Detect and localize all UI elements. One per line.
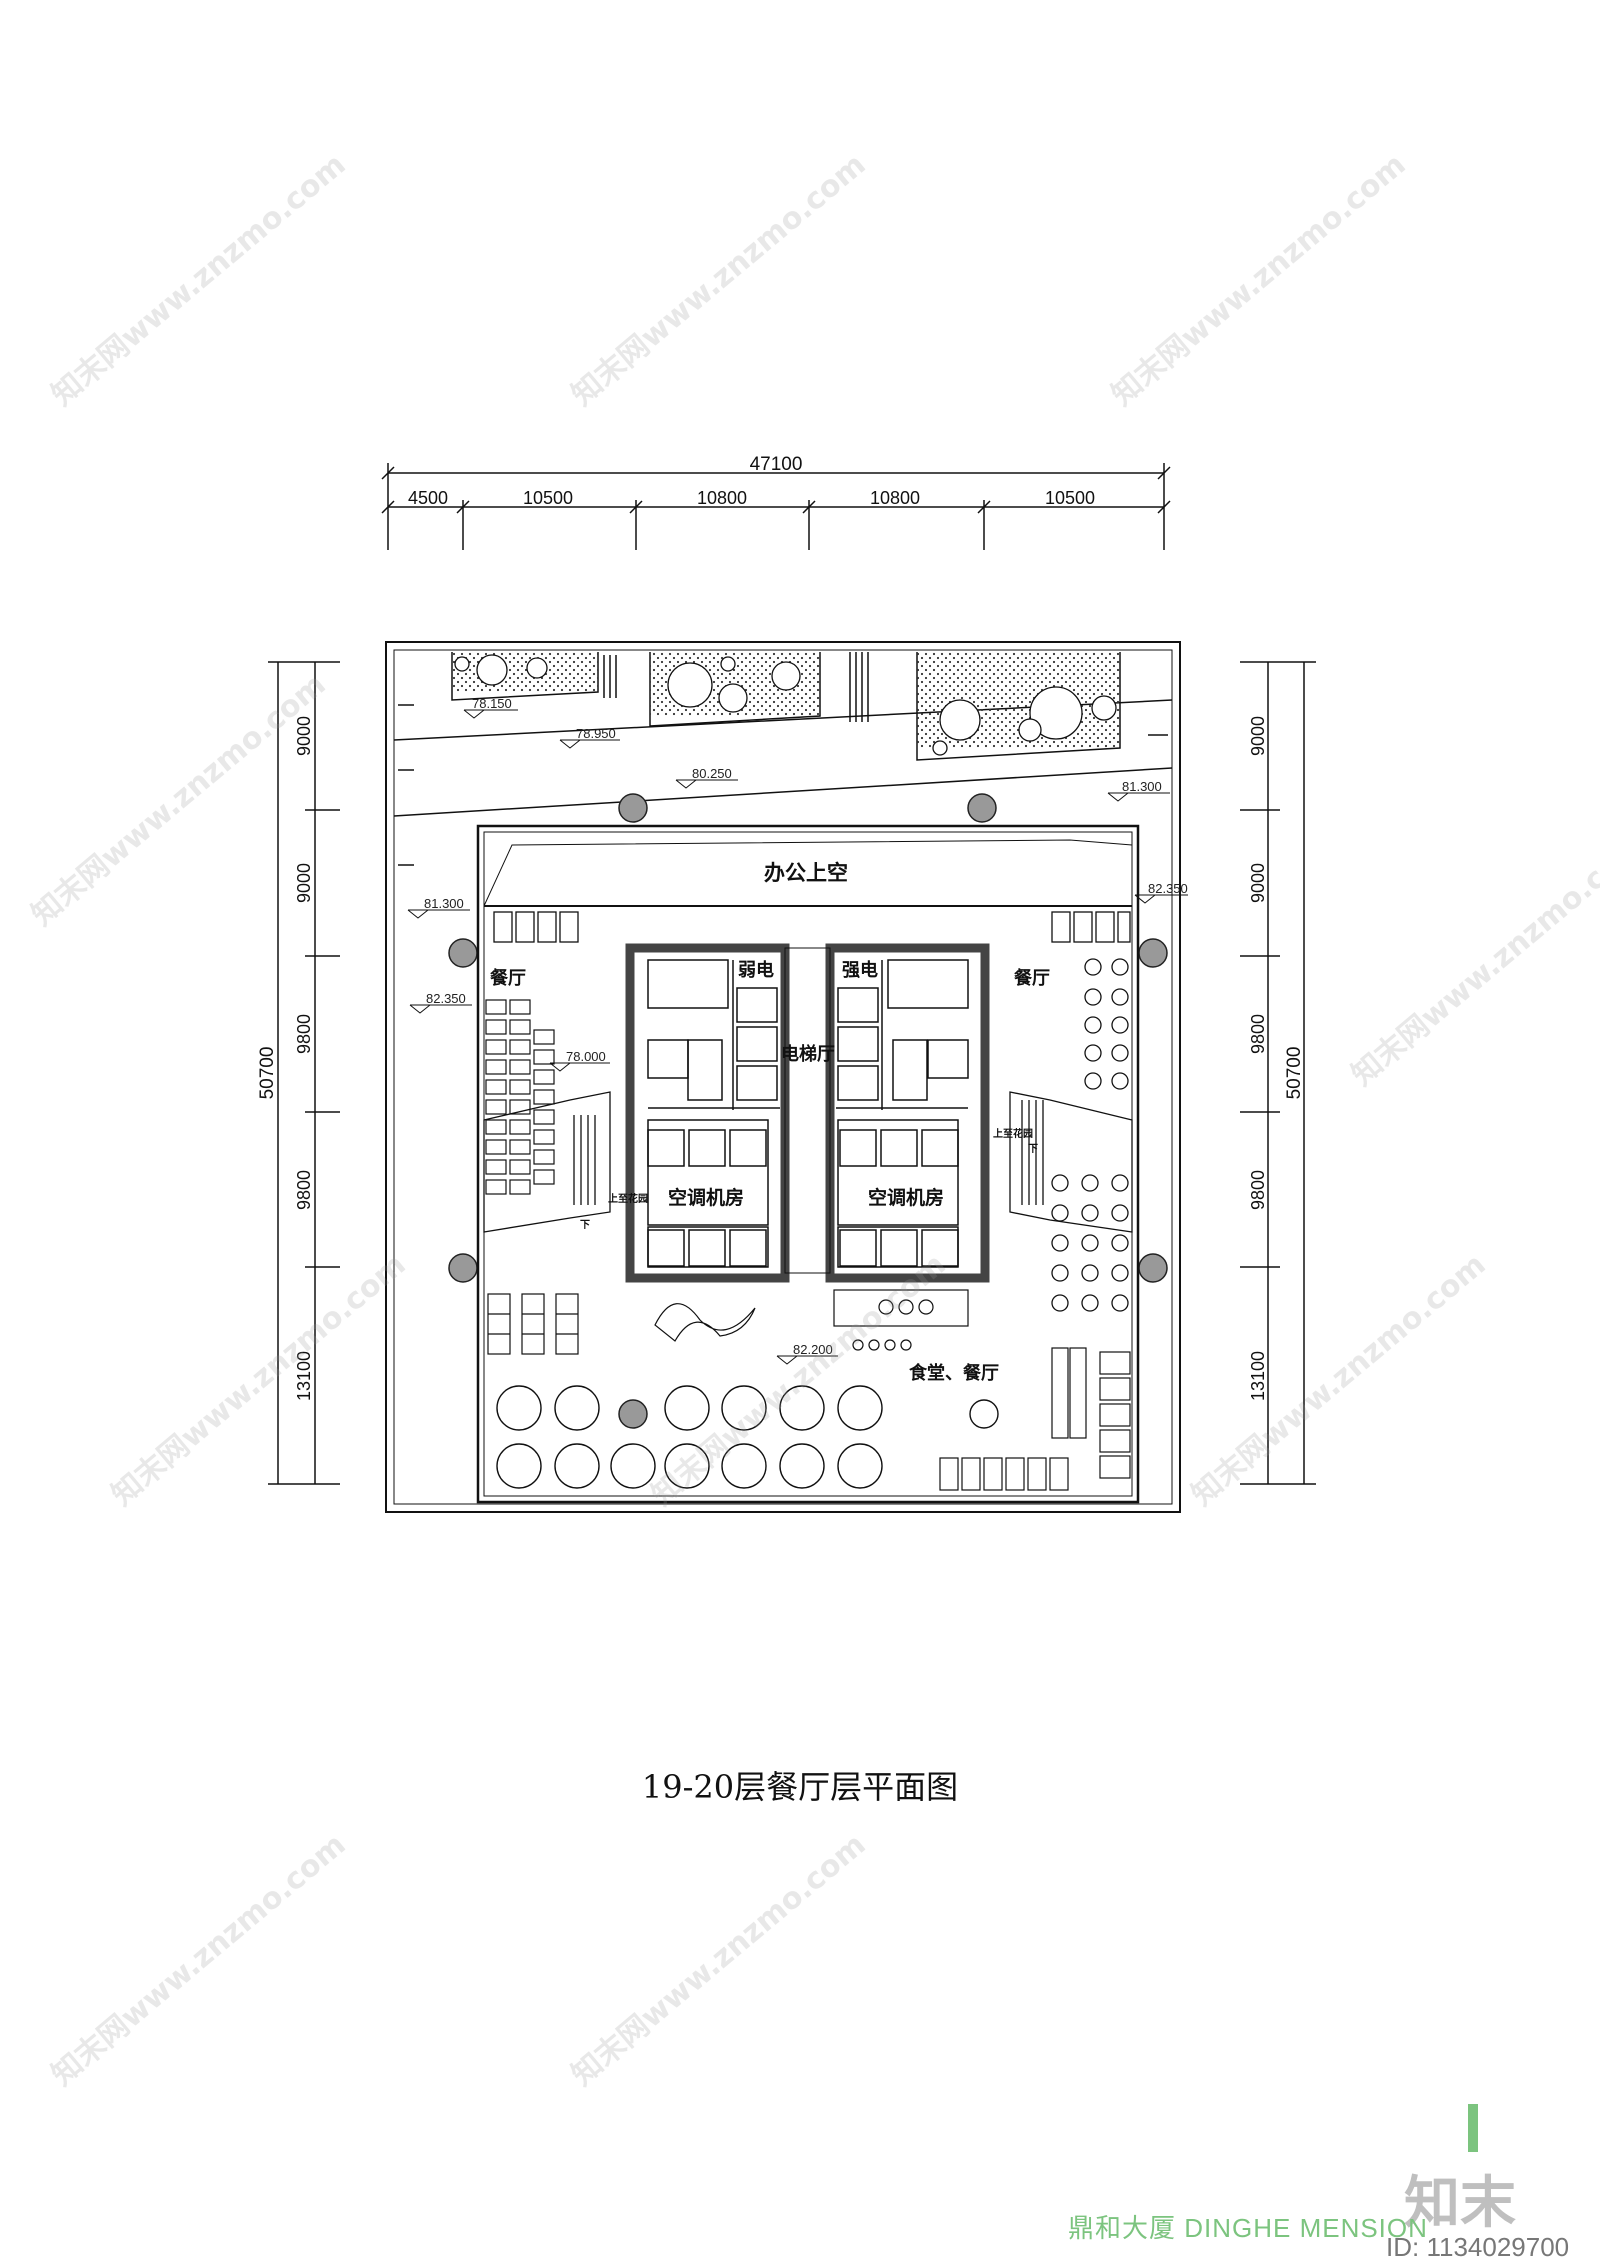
- building-outline: [476, 824, 1140, 1504]
- site-logo: 知末: [1404, 2171, 1516, 2236]
- top-dim-4: 10800: [870, 488, 920, 508]
- left-dim-5: 13100: [294, 1351, 314, 1401]
- label-down-left: 下: [580, 1219, 590, 1231]
- canteen-serving: [654, 1289, 1131, 1491]
- right-dim-4: 9800: [1248, 1170, 1268, 1210]
- overall-width-dim: 47100: [750, 454, 803, 475]
- label-ac-room-right: 空调机房: [868, 1186, 944, 1209]
- right-dim-1: 9000: [1248, 716, 1268, 756]
- stairs: [483, 1091, 1133, 1233]
- left-dim-4: 9800: [294, 1170, 314, 1210]
- top-dim-1: 4500: [408, 488, 448, 508]
- top-dimension-chain: [381, 463, 1171, 550]
- level-78000: 78.000: [566, 1049, 606, 1064]
- level-81300-left: 81.300: [424, 896, 464, 911]
- label-up-garden-right: 上至花园: [993, 1127, 1033, 1140]
- top-dim-5: 10500: [1045, 488, 1095, 508]
- elevator-hall-void: [784, 947, 831, 1274]
- label-canteen: 食堂、餐厅: [908, 1362, 999, 1384]
- label-down-right: 下: [1028, 1143, 1038, 1155]
- image-id: ID: 1134029700: [1386, 2232, 1570, 2262]
- table-grid-left-lower: [487, 1293, 579, 1355]
- overall-height-dim-right: 50700: [1284, 1047, 1305, 1100]
- label-elevator-hall: 电梯厅: [781, 1043, 835, 1065]
- label-weak-electric: 弱电: [738, 959, 774, 981]
- left-dimension-chain: [268, 661, 340, 1485]
- level-80250: 80.250: [692, 766, 732, 781]
- left-dim-3: 9800: [294, 1014, 314, 1054]
- site-frame: [385, 641, 1181, 1513]
- label-office-void: 办公上空: [764, 861, 848, 885]
- core-left: [625, 943, 790, 1283]
- right-dim-5: 13100: [1248, 1351, 1268, 1401]
- level-78150: 78.150: [472, 696, 512, 711]
- project-brand: 鼎和大厦 DINGHE MENSION: [1068, 2213, 1428, 2243]
- logo-accent-bar: [1468, 2104, 1478, 2152]
- right-dim-3: 9800: [1248, 1014, 1268, 1054]
- drawing-title: 19-20层餐厅层平面图: [641, 1768, 959, 1806]
- top-dim-2: 10500: [523, 488, 573, 508]
- core-right: [825, 943, 990, 1283]
- right-dimension-chain: [1240, 661, 1316, 1485]
- booth-row-top-left: [493, 911, 1131, 943]
- label-restaurant-right: 餐厅: [1013, 967, 1050, 989]
- level-82350-right: 82.350: [1148, 881, 1188, 896]
- label-ac-room-left: 空调机房: [668, 1186, 744, 1209]
- label-up-garden-left: 上至花园: [608, 1192, 648, 1205]
- level-82200: 82.200: [793, 1342, 833, 1357]
- label-restaurant-left: 餐厅: [489, 967, 526, 989]
- round-tables-right: [1051, 958, 1129, 1312]
- canteen-round-tables: [496, 1385, 999, 1489]
- level-82350-left: 82.350: [426, 991, 466, 1006]
- label-strong-electric: 强电: [842, 959, 878, 981]
- table-grid-left: [485, 999, 555, 1195]
- left-dim-1: 9000: [294, 716, 314, 756]
- overall-height-dim-left: 50700: [257, 1047, 278, 1100]
- level-markers: [407, 709, 1188, 1365]
- left-dim-2: 9000: [294, 863, 314, 903]
- right-dim-2: 9000: [1248, 863, 1268, 903]
- level-81300-right: 81.300: [1122, 779, 1162, 794]
- top-dim-3: 10800: [697, 488, 747, 508]
- planter-trees: [454, 654, 1117, 756]
- columns: [448, 793, 1168, 1429]
- planter-1: [452, 652, 598, 692]
- level-78950: 78.950: [576, 726, 616, 741]
